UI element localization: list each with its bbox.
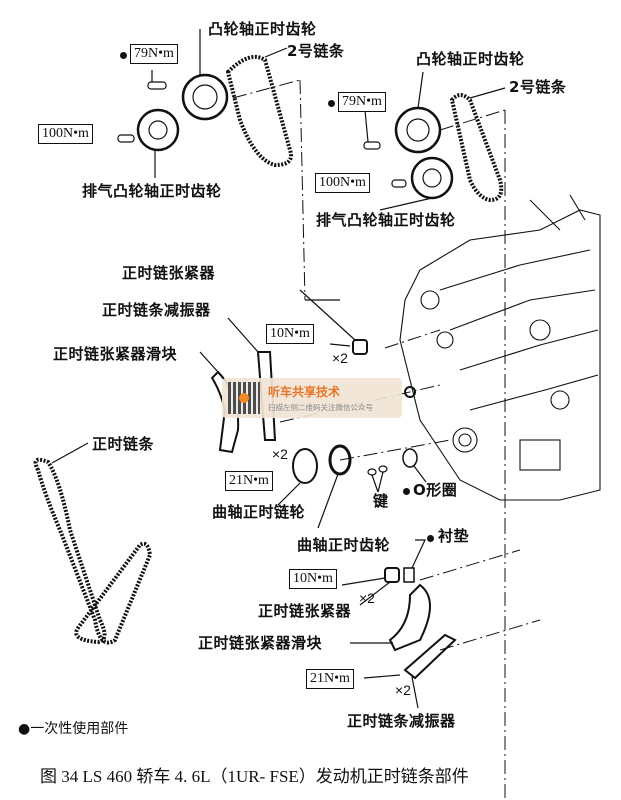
torque-cam-right: 79N•m bbox=[338, 92, 386, 112]
label-chain-no2-right: 2号链条 bbox=[509, 78, 567, 96]
label-damper-lower: 正时链条减振器 bbox=[347, 712, 456, 730]
bolt-icon bbox=[147, 70, 167, 90]
tensioner-upper-part bbox=[299, 289, 368, 355]
label-tensioner-upper: 正时链张紧器 bbox=[122, 264, 216, 282]
cam-gear-left bbox=[181, 29, 229, 121]
label-exhaust-gear-left: 排气凸轮轴正时齿轮 bbox=[82, 182, 222, 200]
watermark-title: 听车共享技术 bbox=[268, 385, 341, 399]
label-key: 键 bbox=[373, 492, 389, 510]
gasket-part bbox=[403, 567, 415, 583]
watermark-subtitle: 扫描左侧二维码关注微信公众号 bbox=[268, 403, 373, 412]
bolt-icon bbox=[391, 179, 407, 188]
disposable-marker-icon bbox=[328, 100, 335, 107]
qty-tensioner-lower: ×2 bbox=[359, 590, 375, 606]
torque-tensioner-upper: 10N•m bbox=[266, 324, 314, 344]
label-o-ring: O形圈 bbox=[413, 481, 458, 499]
qty-damper-upper: ×2 bbox=[272, 446, 288, 462]
timing-chain-part bbox=[33, 457, 153, 645]
qty-damper-lower: ×2 bbox=[395, 682, 411, 698]
label-gasket: 衬垫 bbox=[438, 527, 470, 545]
bullet-dot-icon: ● bbox=[18, 721, 31, 737]
exhaust-gear-left bbox=[136, 108, 180, 178]
label-slipper-upper: 正时链张紧器滑块 bbox=[53, 345, 178, 363]
chain-no2-right bbox=[449, 93, 504, 203]
o-ring-part bbox=[402, 448, 418, 468]
torque-tensioner-lower: 10N•m bbox=[289, 569, 337, 589]
torque-cam-left: 79N•m bbox=[130, 44, 178, 64]
bolt-icon bbox=[117, 134, 135, 143]
slipper-lower-part bbox=[388, 583, 431, 652]
label-slipper-lower: 正时链张紧器滑块 bbox=[198, 634, 323, 652]
label-tensioner-lower: 正时链张紧器 bbox=[258, 602, 352, 620]
disposable-marker-icon bbox=[427, 535, 434, 542]
label-exhaust-gear-right: 排气凸轮轴正时齿轮 bbox=[316, 211, 456, 229]
torque-damper-lower: 21N•m bbox=[306, 669, 354, 689]
crank-gear-part bbox=[328, 444, 352, 476]
label-cam-gear-left: 凸轮轴正时齿轮 bbox=[208, 20, 317, 38]
bolt-icon bbox=[363, 141, 381, 150]
qr-logo-icon bbox=[239, 393, 249, 403]
legend-text: 一次性使用部件 bbox=[30, 721, 129, 737]
qty-tensioner-upper: ×2 bbox=[332, 350, 348, 366]
torque-damper-upper: 21N•m bbox=[225, 471, 273, 491]
tensioner-lower-part bbox=[384, 567, 400, 583]
disposable-marker-icon bbox=[120, 52, 127, 59]
label-timing-chain: 正时链条 bbox=[92, 435, 155, 453]
cam-gear-right bbox=[394, 71, 442, 154]
disposable-marker-icon bbox=[403, 488, 410, 495]
label-crank-sprocket: 曲轴正时链轮 bbox=[212, 503, 306, 521]
engine-block bbox=[399, 194, 601, 501]
crank-sprocket-part bbox=[292, 448, 318, 484]
torque-exhaust-right: 100N•m bbox=[315, 173, 370, 193]
watermark-banner[interactable]: 听车共享技术 扫描左侧二维码关注微信公众号 bbox=[222, 378, 402, 418]
torque-exhaust-left: 100N•m bbox=[38, 124, 93, 144]
label-crank-gear: 曲轴正时齿轮 bbox=[297, 536, 391, 554]
legend: ●一次性使用部件 bbox=[18, 718, 128, 738]
chain-no2-left bbox=[225, 55, 293, 168]
figure-caption: 图 34 LS 460 轿车 4. 6L（1UR- FSE）发动机正时链条部件 bbox=[40, 767, 469, 786]
label-cam-gear-right: 凸轮轴正时齿轮 bbox=[416, 50, 525, 68]
key-part bbox=[367, 465, 388, 493]
damper-lower-part bbox=[403, 633, 457, 680]
label-chain-no2-left: 2号链条 bbox=[287, 42, 345, 60]
label-damper-upper: 正时链条减振器 bbox=[102, 301, 211, 319]
exhaust-gear-right bbox=[379, 156, 454, 211]
